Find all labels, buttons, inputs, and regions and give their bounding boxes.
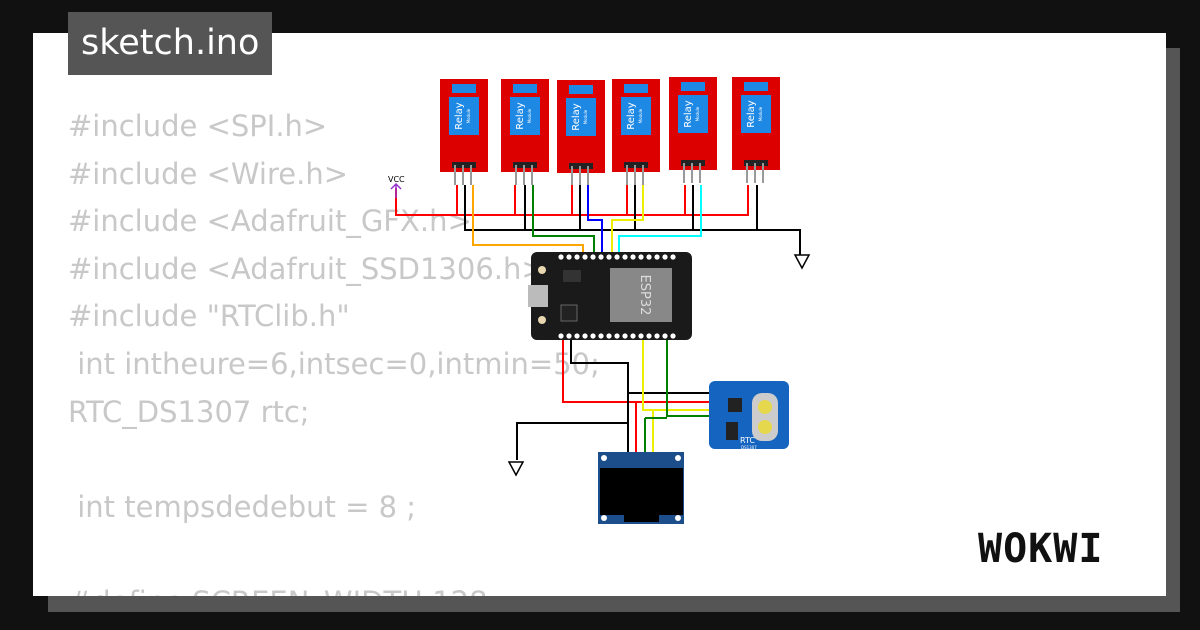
esp32-pin — [598, 333, 604, 339]
ground-icon — [507, 461, 525, 477]
wire-gnd — [464, 185, 801, 255]
esp32-pin — [590, 254, 596, 260]
esp32-pin — [582, 254, 588, 260]
esp32-pin — [566, 254, 572, 260]
esp32-pin — [558, 254, 564, 260]
code-line: #include <SPI.h> — [68, 109, 328, 143]
wire-relay4 — [611, 185, 644, 257]
vcc-symbol — [390, 182, 402, 198]
code-line: #include <Adafruit_SSD1306.h> — [68, 251, 546, 286]
wire-relay2 — [532, 185, 595, 257]
esp32-pin — [614, 333, 620, 339]
relay-label: Relay — [626, 102, 637, 130]
esp32-pin — [638, 254, 644, 260]
relay-sublabel: Module — [638, 108, 643, 123]
relay-label: Relay — [683, 100, 694, 128]
esp32-label: ESP32 — [637, 275, 652, 316]
rtc-module: RTC DS1307 — [709, 381, 789, 450]
esp32-pin — [582, 333, 588, 339]
esp32-pin — [630, 333, 636, 339]
code-line: RTC_DS1307 rtc; — [68, 394, 310, 429]
esp32-pin — [622, 333, 628, 339]
code-line: #include <Wire.h> — [68, 156, 349, 191]
wire-vcc — [395, 185, 749, 216]
relay-sublabel: Module — [583, 109, 588, 124]
relay-module: Relay Module — [501, 79, 549, 185]
code-line: int intheure=6,intsec=0,intmin=50; — [68, 346, 600, 381]
relay-sublabel: Module — [466, 108, 471, 123]
code-line: #include <Adafruit_GFX.h> — [68, 204, 472, 239]
relay-modules: Relay Module Relay Module Relay Module R… — [440, 77, 780, 186]
esp32-pin — [638, 333, 644, 339]
esp32-pin — [574, 333, 580, 339]
esp32-pin — [646, 254, 652, 260]
relay-label: Relay — [746, 100, 757, 128]
esp32-pin — [558, 333, 564, 339]
wire-relay1 — [472, 185, 584, 257]
relay-module: Relay Module — [440, 79, 488, 185]
ground-icon — [793, 254, 811, 270]
relay-module: Relay Module — [612, 79, 660, 185]
esp32-pin — [566, 333, 572, 339]
oled-display — [598, 452, 684, 524]
esp32-pin — [670, 254, 676, 260]
relay-label: Relay — [571, 103, 582, 131]
wire-relay3 — [587, 185, 603, 257]
relay-sublabel: Module — [758, 106, 763, 121]
esp32-pin — [598, 254, 604, 260]
relay-sublabel: Module — [695, 106, 700, 121]
esp32-pin — [670, 333, 676, 339]
relay-module: Relay Module — [732, 77, 780, 183]
esp32-pin — [662, 254, 668, 260]
code-line: int tempsdedebut = 8 ; — [68, 489, 417, 524]
esp32-pin — [654, 254, 660, 260]
relay-label: Relay — [454, 102, 465, 130]
wires — [395, 185, 801, 460]
code-line: #include "RTClib.h" — [68, 299, 350, 334]
rtc-sublabel: DS1307 — [741, 445, 757, 450]
relay-label: Relay — [515, 102, 526, 130]
esp32-pin — [606, 333, 612, 339]
wire-esp-gnd — [516, 336, 716, 460]
relay-module: Relay Module — [557, 80, 605, 186]
esp32-pin — [622, 254, 628, 260]
esp32-pin — [614, 254, 620, 260]
esp32-pin — [662, 333, 668, 339]
esp32-pin — [574, 254, 580, 260]
vcc-label: VCC — [388, 175, 405, 184]
code-line: #define SCREEN_WIDTH 128 — [68, 585, 488, 596]
esp32-pin — [590, 333, 596, 339]
esp32-pin — [630, 254, 636, 260]
wire-relay5 — [618, 185, 702, 257]
esp32-board: ESP32 — [528, 252, 692, 340]
wire-scl — [644, 336, 716, 458]
esp32-pin — [646, 333, 652, 339]
file-title: sketch.ino — [68, 12, 273, 75]
rtc-label: RTC — [740, 436, 755, 445]
esp32-pin — [606, 254, 612, 260]
wokwi-logo: WOKWI — [978, 526, 1104, 572]
relay-sublabel: Module — [527, 108, 532, 123]
wire-esp-vcc — [562, 336, 716, 403]
esp32-pin — [654, 333, 660, 339]
relay-module: Relay Module — [669, 77, 717, 183]
wire-sda — [642, 336, 716, 458]
code-preview: #include <SPI.h> #include <Wire.h> #incl… — [68, 103, 600, 596]
